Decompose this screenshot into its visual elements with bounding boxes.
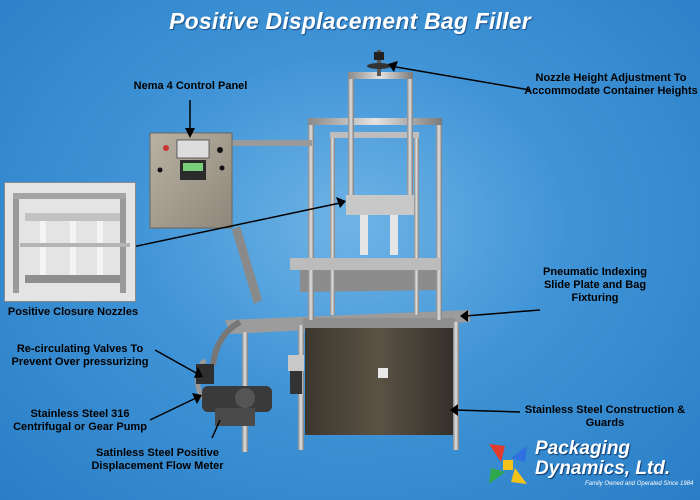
label-recirculating-valves: Re-circulating Valves To Prevent Over pr… (11, 343, 149, 368)
flow-meter (215, 408, 255, 426)
lower-cabinet (305, 325, 453, 435)
label-construction: Stainless Steel Construction & Guards (524, 404, 686, 429)
brand-name-line1: Packaging (535, 438, 631, 459)
label-pump: Stainless Steel 316 Centrifugal or Gear … (13, 408, 147, 433)
frame-post (308, 120, 314, 320)
brand-name-line2: Dynamics, Ltd. (535, 458, 671, 479)
label-pneumatic-indexing: Pneumatic Indexing Slide Plate and Bag F… (543, 266, 647, 304)
callout-arrows (117, 61, 541, 439)
logo-pinwheel-icon (489, 444, 527, 484)
frame-post (436, 120, 442, 320)
brand-tagline: Family Owned and Operated Since 1984 (585, 481, 694, 487)
page-title: Positive Displacement Bag Filler (169, 8, 531, 34)
nozzle-inset-illustration (5, 183, 135, 301)
nozzle-inset-image (4, 182, 136, 302)
label-flow-meter: Satinless Steel Positive Displacement Fl… (91, 447, 224, 472)
recirculating-valve (196, 364, 214, 384)
adjustment-handwheel (367, 63, 391, 69)
label-positive-closure-nozzles: Positive Closure Nozzles (7, 306, 139, 318)
company-logo: Packaging Dynamics, Ltd. Family Owned an… (483, 438, 697, 494)
label-control-panel: Nema 4 Control Panel (133, 80, 248, 92)
label-nozzle-height: Nozzle Height Adjustment To Accommodate … (524, 72, 698, 97)
